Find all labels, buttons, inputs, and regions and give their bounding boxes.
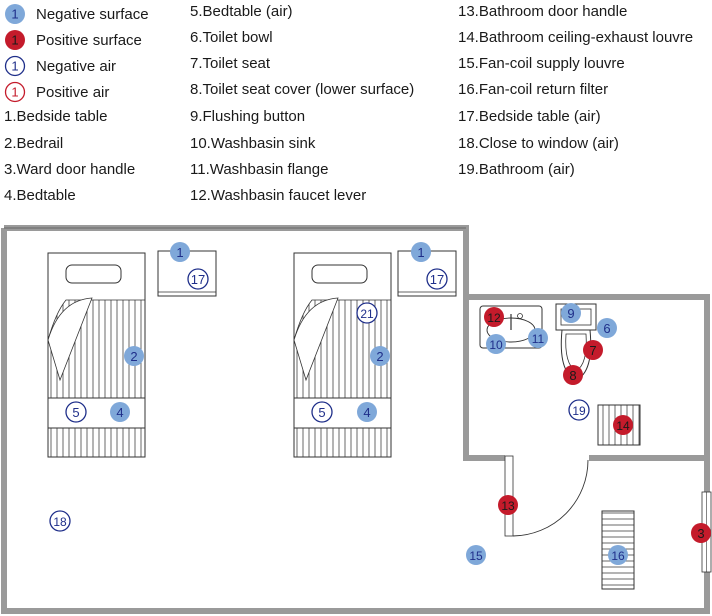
legend-label: Positive air [36, 83, 110, 101]
legend-label: Positive surface [36, 31, 142, 49]
marker-4-right: 4 [357, 402, 377, 422]
svg-text:8: 8 [569, 368, 576, 383]
marker-11: 11 [528, 328, 548, 348]
marker-5-left: 5 [65, 401, 87, 423]
site-label: 10.Washbasin sink [190, 135, 316, 152]
marker-2-right: 2 [370, 346, 390, 366]
marker-15: 15 [466, 545, 486, 565]
marker-14: 14 [613, 415, 633, 435]
svg-text:19: 19 [572, 404, 586, 418]
legend-marker-text: 1 [11, 7, 18, 22]
site-label: 19.Bathroom (air) [458, 161, 575, 178]
site-label: 2.Bedrail [4, 135, 64, 152]
legend-marker-text: 1 [11, 59, 18, 74]
svg-text:17: 17 [191, 272, 205, 287]
site-label: 3.Ward door handle [4, 161, 136, 178]
site-label: 17.Bedside table (air) [458, 108, 601, 125]
positive-surface-icon: 1 [5, 30, 25, 50]
svg-text:9: 9 [567, 306, 574, 321]
legend-negative-surface: 1 Negative surface [4, 2, 149, 26]
svg-text:5: 5 [72, 405, 79, 420]
svg-text:18: 18 [53, 515, 67, 529]
site-label: 12.Washbasin faucet lever [190, 187, 367, 204]
site-label: 9.Flushing button [190, 108, 306, 125]
svg-text:14: 14 [616, 419, 630, 433]
site-label: 1.Bedside table [4, 108, 108, 125]
svg-text:11: 11 [532, 332, 545, 346]
svg-text:7: 7 [589, 343, 596, 358]
site-label: 14.Bathroom ceiling-exhaust louvre [458, 29, 694, 46]
marker-12: 12 [484, 307, 504, 327]
site-label: 18.Close to window (air) [458, 135, 619, 152]
svg-text:10: 10 [489, 338, 503, 352]
marker-19: 19 [568, 399, 590, 421]
site-label: 15.Fan-coil supply louvre [458, 55, 625, 72]
marker-1-left: 1 [170, 242, 190, 262]
site-label: 6.Toilet bowl [190, 29, 273, 46]
marker-7: 7 [583, 340, 603, 360]
bed-left [47, 252, 146, 458]
marker-5-right: 5 [311, 401, 333, 423]
site-label: 8.Toilet seat cover (lower surface) [190, 81, 415, 98]
svg-text:1: 1 [176, 245, 183, 260]
marker-10: 10 [486, 334, 506, 354]
svg-text:21: 21 [360, 307, 374, 321]
legend-positive-air: 1 Positive air [4, 80, 109, 104]
site-label: 16.Fan-coil return filter [458, 81, 609, 98]
bathroom-door [504, 455, 589, 537]
legend-label: Negative air [36, 57, 117, 75]
marker-17-left: 17 [187, 268, 209, 290]
legend-marker-text: 1 [11, 33, 18, 48]
svg-text:4: 4 [116, 405, 123, 420]
sampling-markers: 1 17 1 17 2 2 21 5 [49, 242, 711, 565]
marker-9: 9 [561, 303, 581, 323]
positive-air-icon: 1 [4, 81, 26, 103]
legend-and-site-list: 1 Negative surface 1 Positive surface 1 … [0, 0, 712, 215]
legend-negative-air: 1 Negative air [4, 54, 116, 78]
svg-text:6: 6 [603, 321, 610, 336]
site-label: 11.Washbasin flange [190, 161, 329, 178]
svg-text:15: 15 [469, 549, 483, 563]
marker-18: 18 [49, 510, 71, 532]
marker-21: 21 [356, 302, 378, 324]
svg-text:4: 4 [363, 405, 370, 420]
svg-text:12: 12 [487, 311, 501, 325]
negative-surface-icon: 1 [5, 4, 25, 24]
site-label: 13.Bathroom door handle [458, 3, 628, 20]
svg-text:3: 3 [697, 526, 704, 541]
marker-13: 13 [498, 495, 518, 515]
marker-1-right: 1 [411, 242, 431, 262]
marker-6: 6 [597, 318, 617, 338]
walls [1, 225, 710, 614]
svg-text:17: 17 [430, 272, 444, 287]
legend-marker-text: 1 [11, 85, 18, 100]
site-label: 7.Toilet seat [190, 55, 271, 72]
marker-17-right: 17 [426, 268, 448, 290]
marker-4-left: 4 [110, 402, 130, 422]
legend-positive-surface: 1 Positive surface [4, 28, 142, 52]
site-label: 4.Bedtable [4, 187, 76, 204]
legend-label: Negative surface [36, 5, 149, 23]
marker-2-left: 2 [124, 346, 144, 366]
negative-air-icon: 1 [4, 55, 26, 77]
svg-text:1: 1 [417, 245, 424, 260]
svg-text:2: 2 [130, 349, 137, 364]
site-label: 5.Bedtable (air) [190, 3, 293, 20]
svg-text:5: 5 [318, 405, 325, 420]
marker-3: 3 [691, 523, 711, 543]
marker-8: 8 [563, 365, 583, 385]
svg-text:16: 16 [611, 549, 625, 563]
svg-text:2: 2 [376, 349, 383, 364]
svg-text:13: 13 [501, 499, 515, 513]
marker-16: 16 [608, 545, 628, 565]
